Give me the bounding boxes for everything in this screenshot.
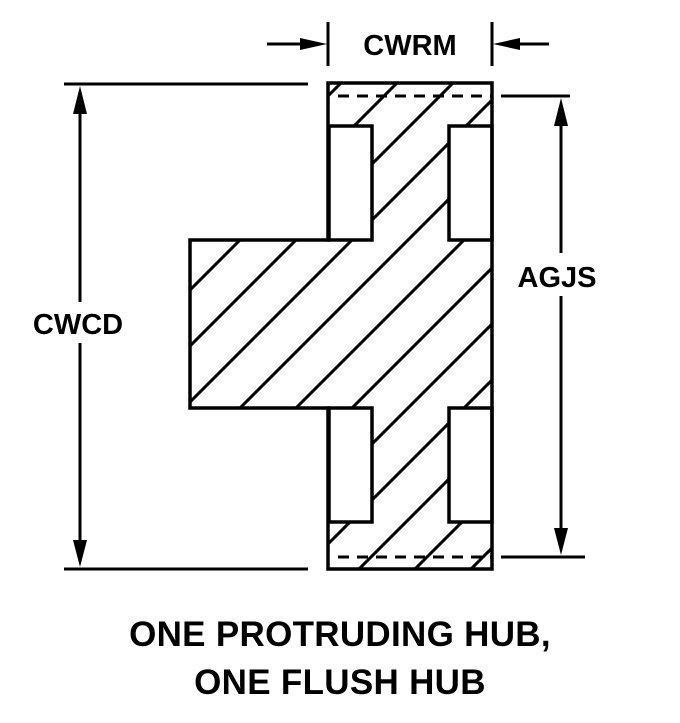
hatch-line — [190, 83, 370, 569]
hatch-line — [190, 83, 492, 569]
cwrm-left-arrowhead — [300, 38, 327, 50]
hatch-line — [190, 83, 482, 569]
hatch-line — [190, 83, 492, 569]
agjs-label: AGJS — [518, 262, 597, 294]
hatch-line — [394, 83, 492, 569]
hatch-line — [226, 83, 492, 569]
top-left-pocket — [327, 124, 374, 242]
cwcd-bottom-arrowhead — [73, 540, 87, 567]
cwcd-label: CWCD — [33, 309, 123, 341]
gear-body-outline — [188, 81, 494, 571]
hatch-line — [190, 83, 492, 569]
hatch-line — [190, 83, 492, 569]
cwcd-top-arrowhead — [73, 86, 87, 114]
hatch-line — [190, 83, 426, 569]
hatch-line — [190, 83, 492, 569]
cwrm-label: CWRM — [363, 30, 456, 62]
section-hatching — [190, 83, 492, 569]
hatch-line — [190, 83, 202, 569]
bottom-left-pocket — [327, 406, 374, 524]
agjs-bottom-arrowhead — [554, 528, 568, 555]
top-right-pocket — [447, 124, 494, 242]
hatch-line — [338, 83, 492, 569]
hatch-line — [282, 83, 492, 569]
hatch-line — [190, 83, 258, 569]
hatch-line — [190, 83, 314, 569]
cwrm-right-arrowhead — [493, 38, 520, 50]
hatch-line — [190, 83, 492, 569]
caption-line-1: ONE PROTRUDING HUB, — [129, 615, 551, 654]
hatch-line — [190, 83, 492, 569]
bottom-right-pocket — [447, 406, 494, 524]
agjs-top-arrowhead — [554, 98, 568, 126]
caption-line-2: ONE FLUSH HUB — [194, 663, 486, 702]
